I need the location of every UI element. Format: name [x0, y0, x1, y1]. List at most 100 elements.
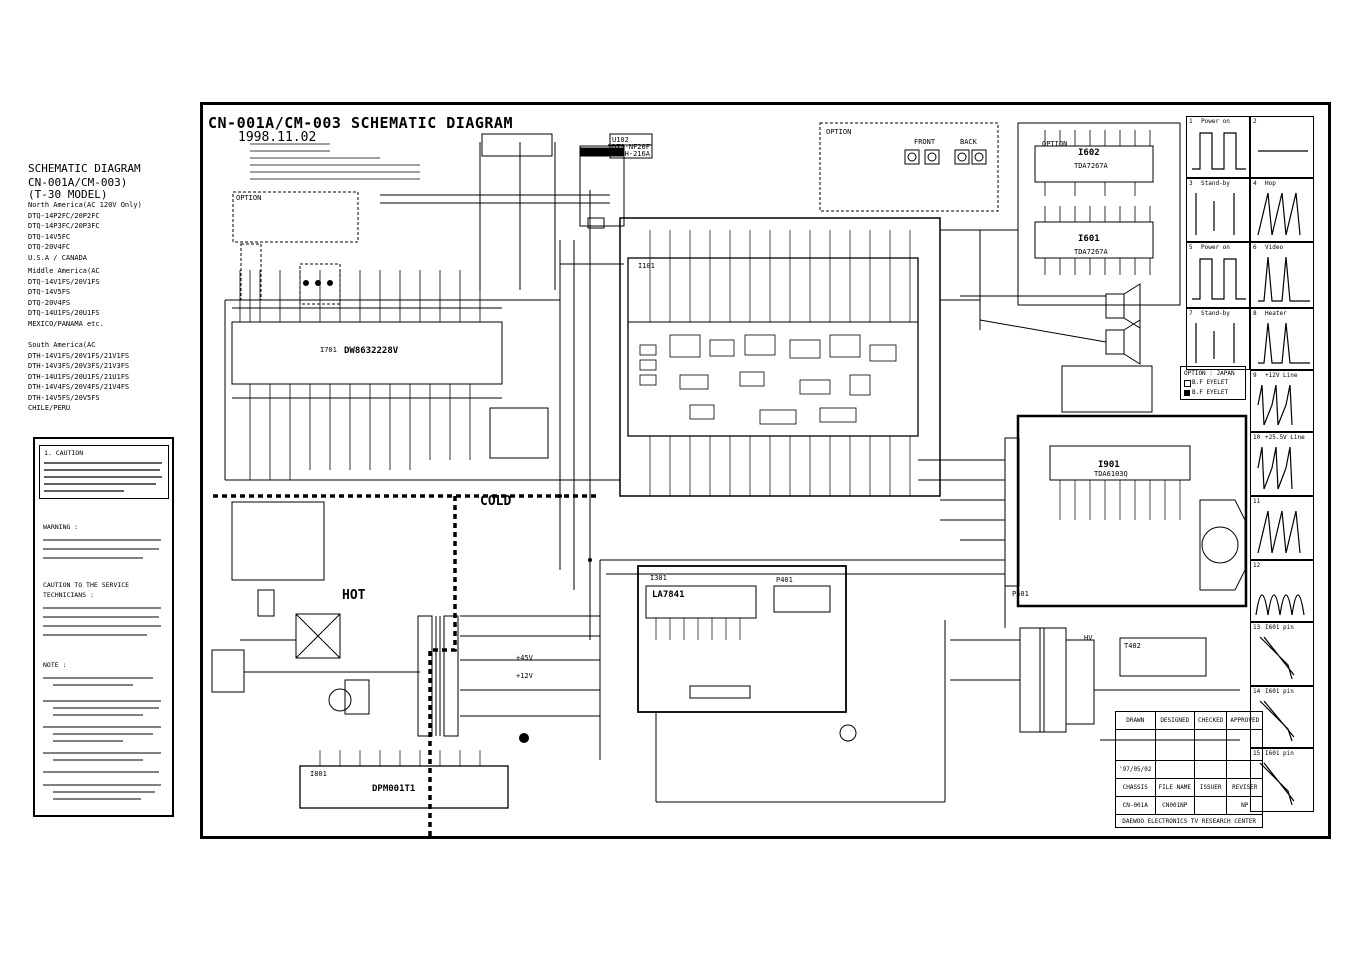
waveform-number: 14 [1253, 688, 1261, 695]
middle-america-heading: Middle America(AC [28, 267, 100, 275]
middle-america-group: Middle America(AC DTQ-14V1FS/20V1FS DTQ-… [28, 266, 104, 329]
waveform-trace [1257, 510, 1301, 554]
waveform-label: Power on [1201, 118, 1230, 125]
ic-video-label: TDA6103Q [1094, 470, 1128, 478]
tb-drawn-header: DRAWN [1115, 711, 1156, 730]
ic-audio1-ref: I601 [1078, 234, 1100, 244]
waveform-cell: 11 [1250, 496, 1314, 560]
waveform-label: Hop [1265, 180, 1276, 187]
waveform-trace [1257, 384, 1293, 426]
tuner-model-a: DTS-NF20F [612, 143, 650, 151]
waveform-label: I601 pin [1265, 750, 1294, 757]
warning-heading: WARNING : [43, 523, 79, 531]
waveform-number: 3 [1189, 180, 1193, 187]
ic-audio1-label: TDA7267A [1074, 248, 1108, 256]
connector-front-label: FRONT [914, 138, 936, 146]
waveform-number: 12 [1253, 562, 1261, 569]
note-heading: NOTE : [43, 661, 67, 669]
waveform-label: Video [1265, 244, 1284, 251]
waveform-cell: 2 [1250, 116, 1314, 178]
tb-date: '97/05/02 [1115, 760, 1156, 779]
ic-power-ref: I801 [310, 770, 327, 778]
waveform-trace [1259, 636, 1295, 680]
waveform-trace [1258, 150, 1308, 152]
option-japan-heading: OPTION : JAPAN [1184, 370, 1235, 377]
waveform-number: 1 [1189, 118, 1193, 125]
model-line: MEXICO/PANAMA etc. [28, 319, 104, 328]
waveform-number: 4 [1253, 180, 1257, 187]
waveform-label: +25.5V Line [1265, 434, 1305, 441]
ic-audio2-label: TDA7267A [1074, 162, 1108, 170]
waveform-path [1257, 384, 1293, 426]
waveform-number: 7 [1189, 310, 1193, 317]
title-block: DRAWN DESIGNED CHECKED APPROVED '97/05/0… [1114, 711, 1264, 828]
waveform-trace [1195, 193, 1235, 235]
model-line: DTH-14V5FS/20V5FS [28, 393, 100, 402]
eyelet-open-icon [1184, 380, 1191, 387]
waveform-cell: 4 Hop [1250, 178, 1314, 242]
tb-reviser-value: NP [1226, 796, 1264, 815]
waveform-path [1258, 256, 1310, 302]
diagram-date: 1998.11.02 [238, 130, 317, 145]
rail-45v: +45V [516, 654, 533, 662]
model-line: DTQ-14V5FC [28, 232, 71, 241]
waveform-path [1257, 446, 1293, 490]
waveform-trace [1259, 762, 1295, 806]
model-line: DTQ-14P3FC/20P3FC [28, 222, 100, 230]
ic-main-ref: I701 [320, 346, 337, 354]
tb-issuer-header: ISSUER [1194, 778, 1228, 797]
tb-cell [1226, 760, 1264, 779]
tb-cell [1154, 729, 1196, 761]
waveform-trace [1257, 192, 1301, 236]
north-america-group: North America(AC 120V Only) DTQ-14P2FC/2… [28, 200, 142, 263]
waveform-cell: 6 Video [1250, 242, 1314, 308]
side-header-line1: SCHEMATIC DIAGRAM [28, 162, 141, 175]
tb-reviser-header: REVISER [1226, 778, 1264, 797]
model-line: DTH-14V4FS/20V4FS/21V4FS [28, 383, 130, 391]
ic-audio2-ref: I602 [1078, 148, 1100, 158]
model-line: DTH-14V3FS/20V3FS/21V3FS [28, 362, 130, 370]
waveform-label: Power on [1201, 244, 1230, 251]
waveform-path [1257, 510, 1301, 554]
waveform-path [1192, 132, 1246, 170]
waveform-cell: 10 +25.5V Line [1250, 432, 1314, 496]
waveform-path [1259, 700, 1295, 742]
waveform-path [1195, 323, 1235, 363]
waveform-path [1195, 193, 1235, 235]
waveform-number: 6 [1253, 244, 1257, 251]
model-line: DTH-14V1FS/20V1FS/21V1FS [28, 351, 130, 360]
model-line: DTQ-20V4FC [28, 243, 71, 251]
option-label-left: OPTION [236, 194, 262, 202]
waveform-number: 10 [1253, 434, 1261, 441]
waveform-trace [1259, 700, 1295, 742]
waveform-path [1255, 594, 1305, 616]
warning-fine-print [43, 539, 161, 559]
model-line: CHILE/PERU [28, 404, 71, 412]
tb-cell [1194, 729, 1228, 761]
model-line: DTH-14U1FS/20U1FS/21U1FS [28, 372, 130, 381]
tuner-model-b: TELH-216A [612, 150, 650, 158]
ic-jungle-ref: I101 [638, 262, 655, 270]
cold-label: COLD [480, 494, 512, 509]
tb-approved-header: APPROVED [1226, 711, 1264, 730]
waveform-path [1257, 192, 1301, 236]
tb-chassis-header: CHASSIS [1115, 778, 1156, 797]
waveform-cell: 12 [1250, 560, 1314, 622]
model-line: DTQ-14U1FS/20U1FS [28, 309, 100, 317]
hot-label: HOT [342, 588, 366, 603]
waveform-label: I601 pin [1265, 688, 1294, 695]
waveform-number: 8 [1253, 310, 1257, 317]
caution-inner-box: 1. CAUTION [39, 445, 169, 499]
option-japan-row2: B.F EYELET [1192, 389, 1229, 396]
model-line: DTQ-14V5FS [28, 288, 71, 296]
ic-vertical-label: LA7841 [652, 590, 685, 600]
waveform-label: +12V Line [1265, 372, 1298, 379]
waveform-number: 5 [1189, 244, 1193, 251]
model-line: DTQ-14P2FC/20P2FC [28, 211, 100, 220]
connector-p501: P501 [1012, 590, 1029, 598]
